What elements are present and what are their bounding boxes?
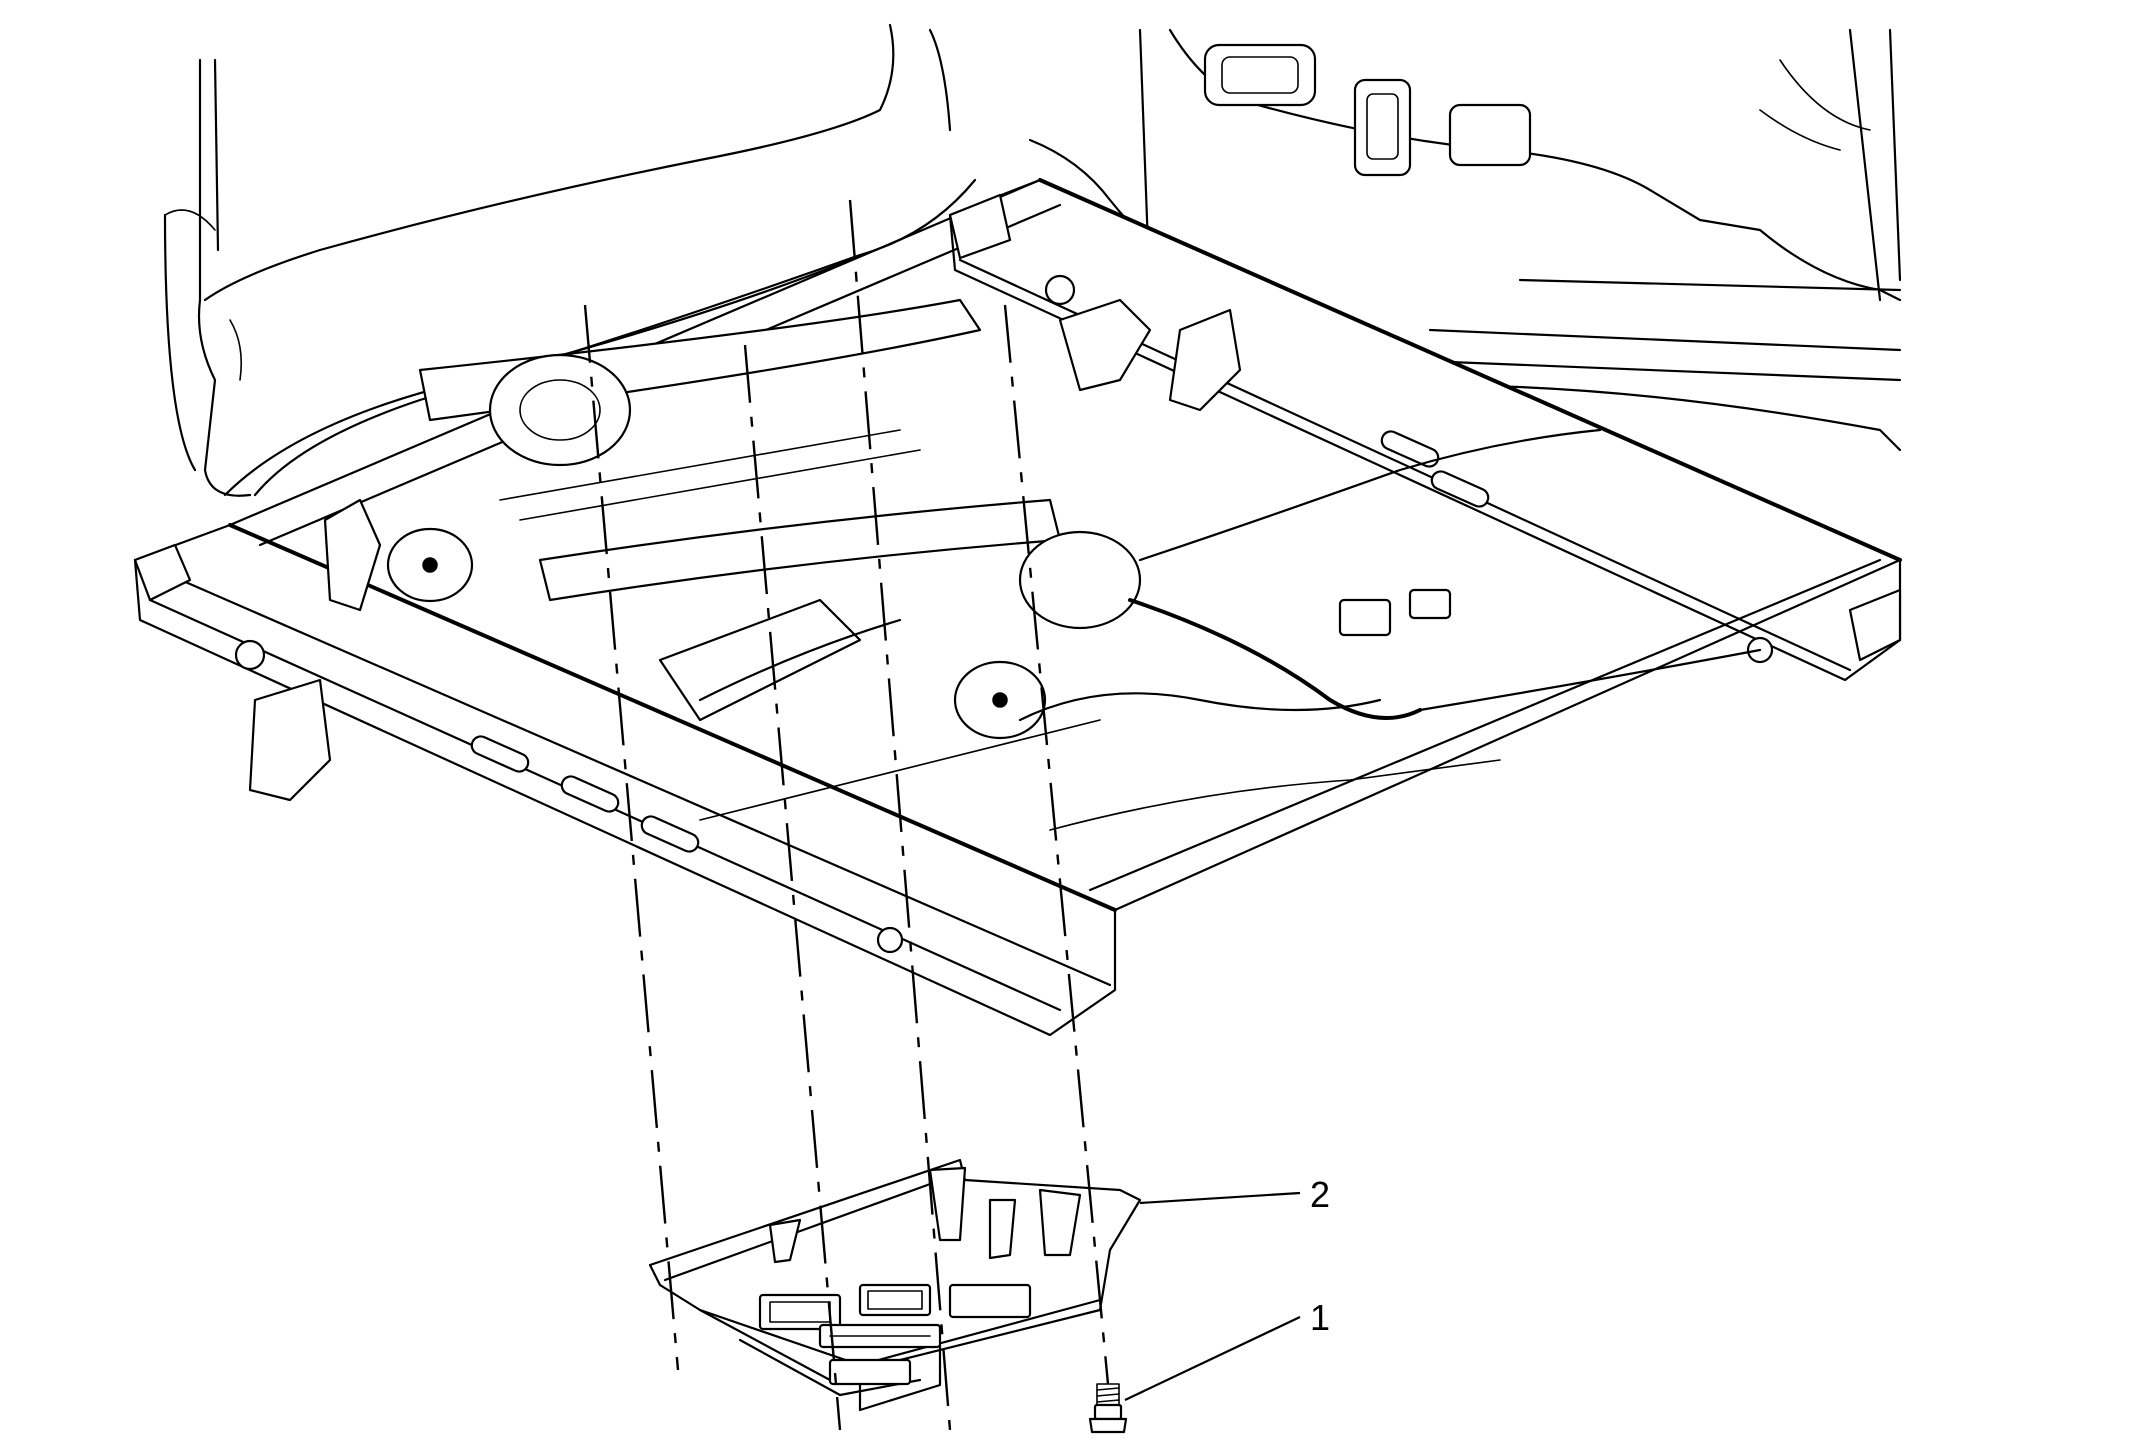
callout-1: 1 [1310, 1297, 1330, 1338]
module [648, 1158, 1142, 1412]
bolt [1088, 1383, 1128, 1434]
seat-frame [133, 178, 1902, 1037]
alignment-lines [583, 199, 1110, 1431]
callout-leaders [1124, 1191, 1301, 1401]
callout-2: 2 [1310, 1174, 1330, 1215]
